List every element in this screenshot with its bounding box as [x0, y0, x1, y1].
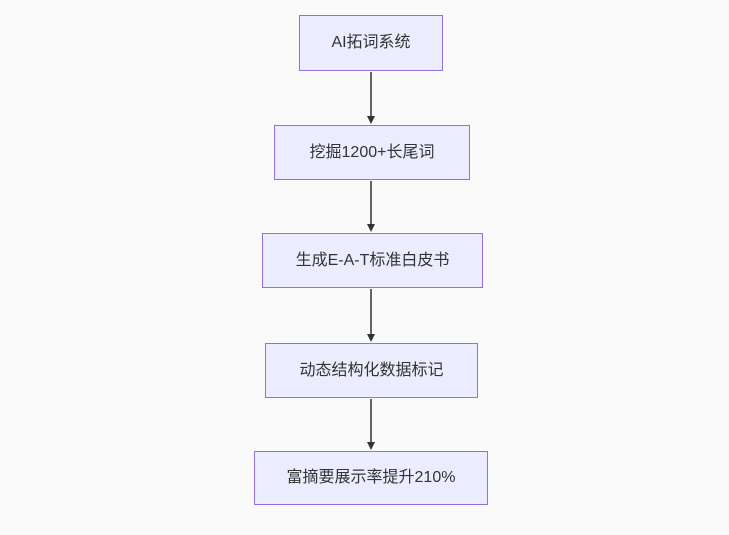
flow-node-label: 动态结构化数据标记 — [299, 361, 444, 379]
flow-node-label: AI拓词系统 — [331, 34, 411, 52]
flow-node-label: 富摘要展示率提升210% — [286, 469, 456, 487]
flow-node-rich-snippet-uplift: 富摘要展示率提升210% — [254, 451, 488, 505]
flow-node-label: 生成E-A-T标准白皮书 — [295, 251, 450, 269]
flow-node-label: 挖掘1200+长尾词 — [309, 143, 435, 161]
flow-node-structured-data-markup: 动态结构化数据标记 — [265, 343, 478, 398]
flow-node-eat-whitepaper: 生成E-A-T标准白皮书 — [262, 233, 483, 288]
flow-node-longtail-mining: 挖掘1200+长尾词 — [274, 125, 470, 180]
flow-node-ai-keyword-system: AI拓词系统 — [299, 15, 443, 71]
